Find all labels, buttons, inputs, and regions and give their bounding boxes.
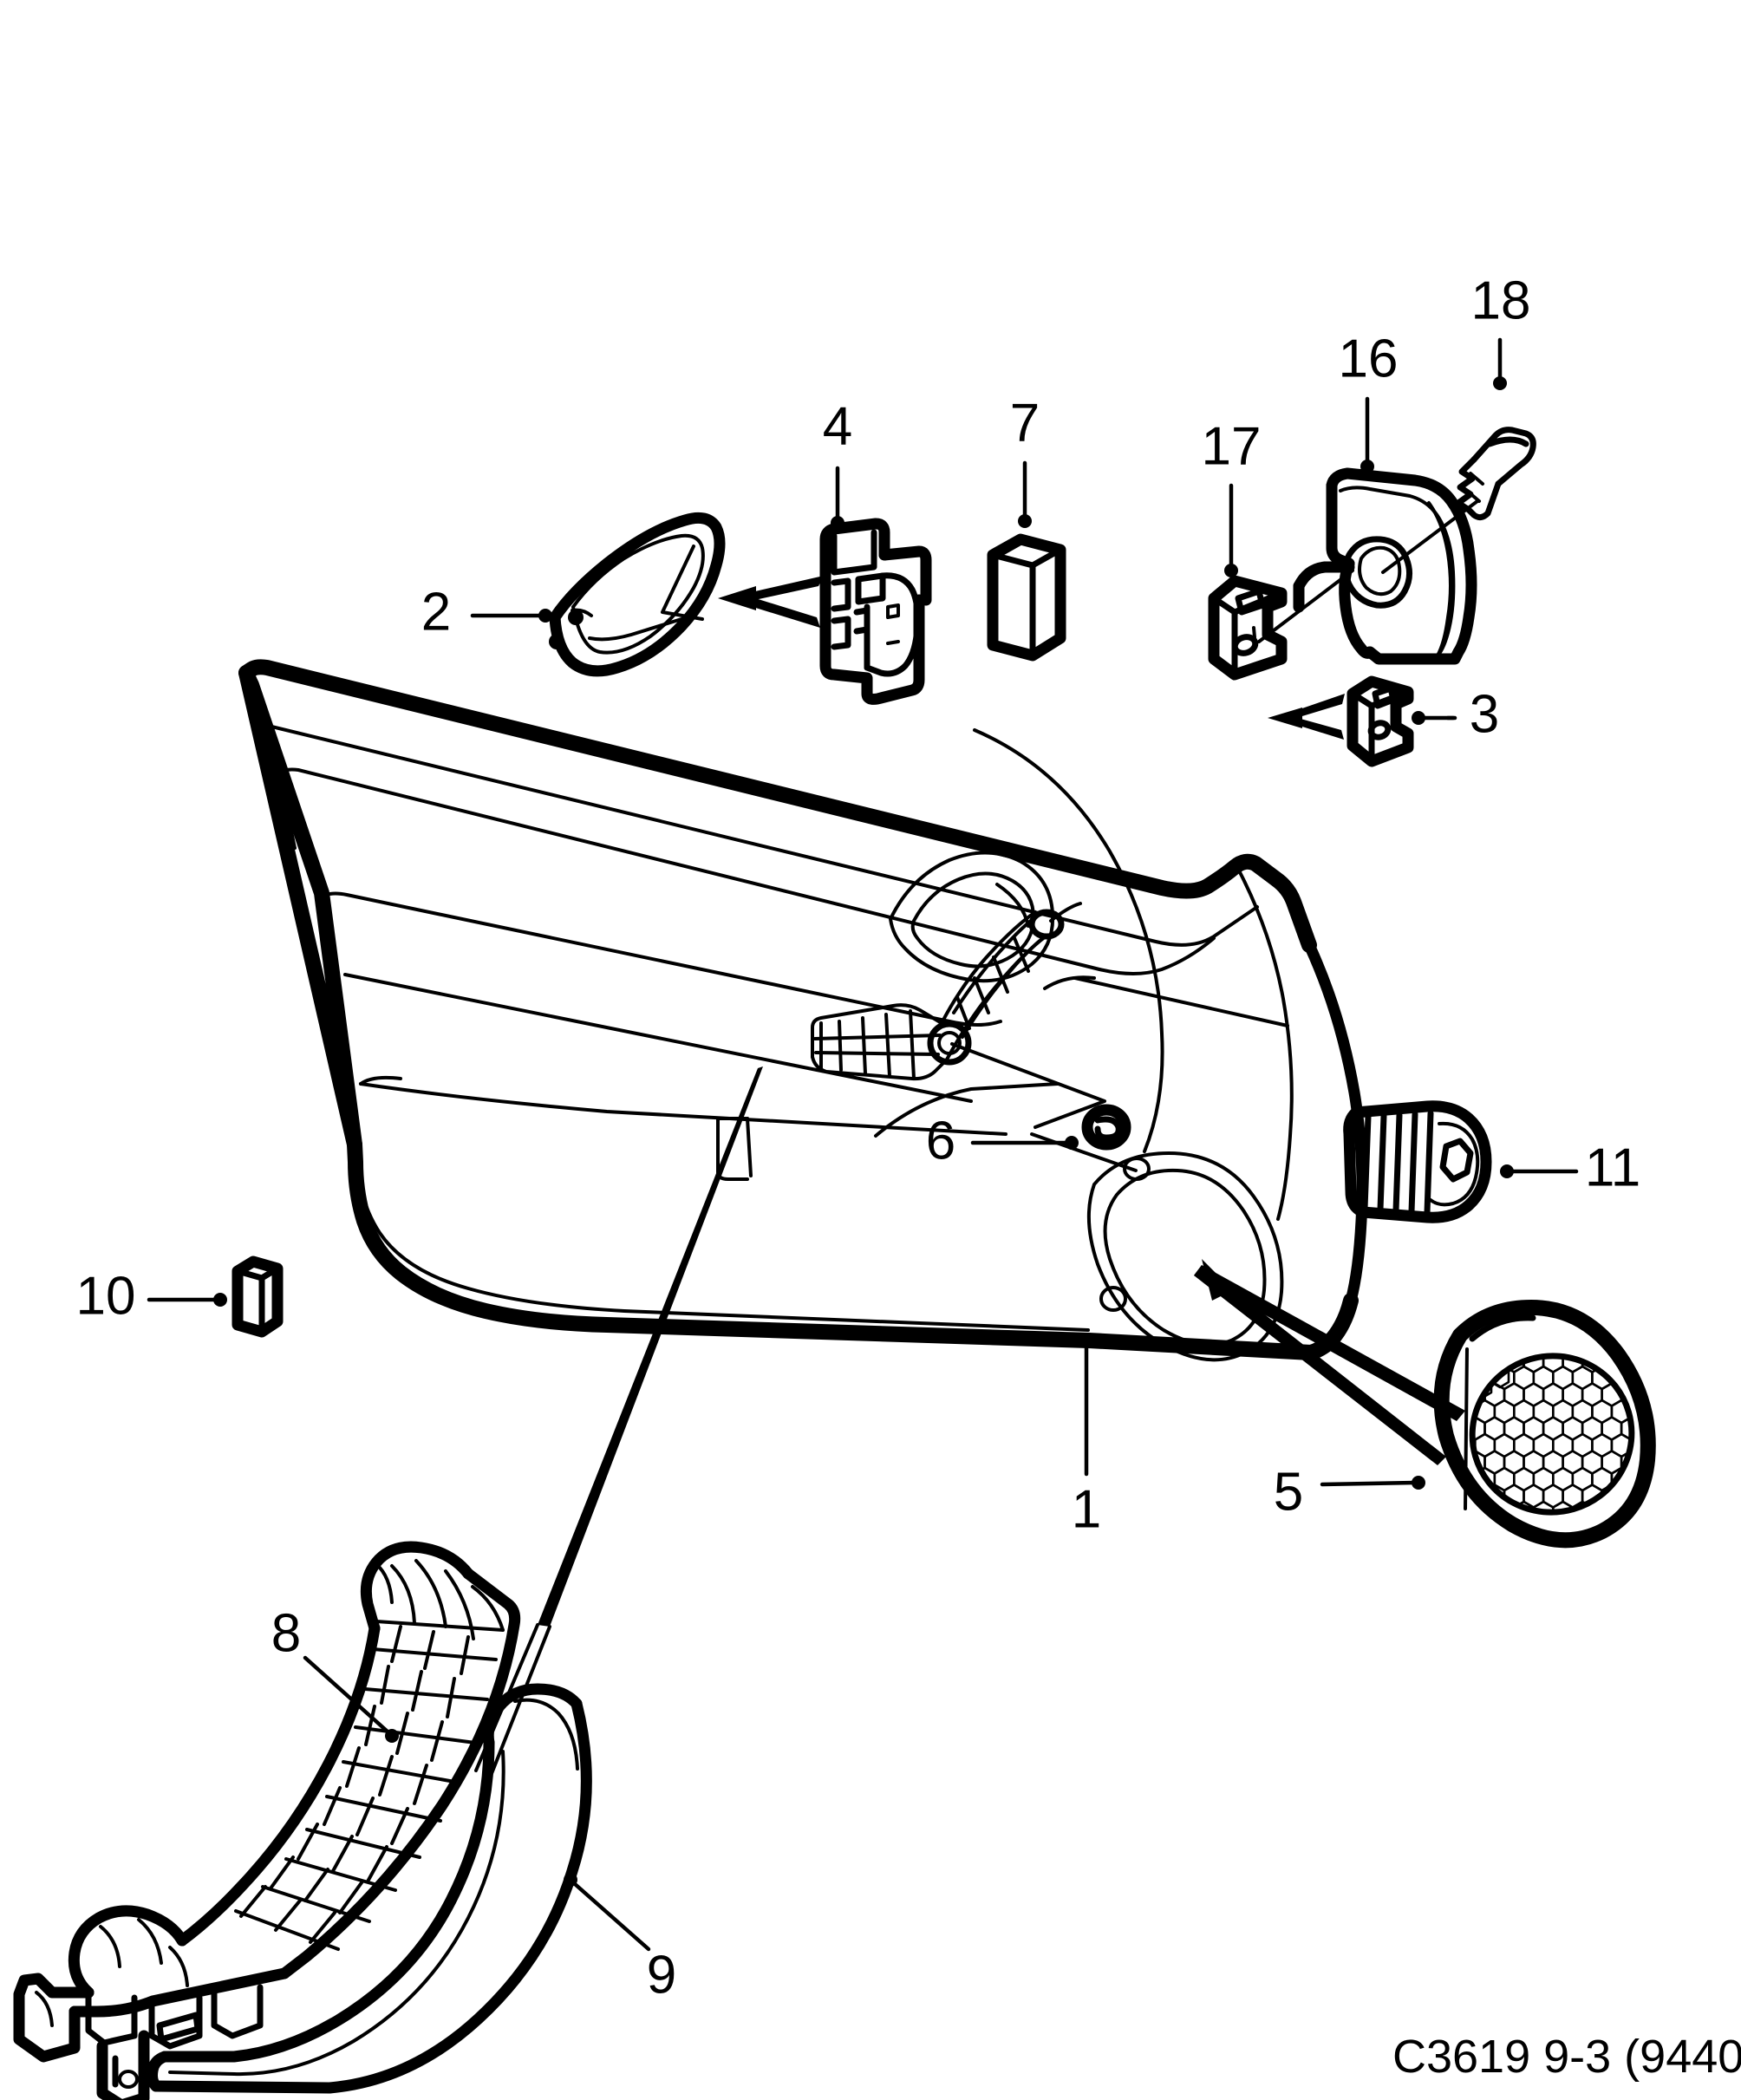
part-armrest-carrier xyxy=(13,1541,521,2100)
callout-3[interactable]: 3 xyxy=(1412,684,1499,744)
part-torx-bolt xyxy=(1343,1100,1492,1223)
part-lower-retainer-clip xyxy=(1208,575,1288,681)
part-spacer-block xyxy=(231,1255,284,1338)
callout-17[interactable]: 17 xyxy=(1202,416,1262,577)
callout-2[interactable]: 2 xyxy=(421,582,552,642)
callout-label-7: 7 xyxy=(1010,393,1040,453)
callout-11[interactable]: 11 xyxy=(1500,1138,1640,1197)
callout-16[interactable]: 16 xyxy=(1339,329,1399,473)
callout-label-8: 8 xyxy=(271,1603,301,1663)
callout-label-10: 10 xyxy=(76,1266,136,1326)
part-mirror-cover-screw xyxy=(1455,427,1536,521)
assembly-arrow-switch-to-bezel xyxy=(718,576,824,628)
part-speaker-grille xyxy=(1433,1300,1656,1549)
callout-label-2: 2 xyxy=(421,582,451,642)
callout-label-17: 17 xyxy=(1202,416,1262,476)
callout-label-11: 11 xyxy=(1585,1138,1640,1197)
assembly-arrow-clip-to-panel xyxy=(1268,694,1345,740)
callout-8[interactable]: 8 xyxy=(271,1603,399,1743)
part-upper-retainer-clip xyxy=(1347,675,1414,767)
part-mirror-sail-cover xyxy=(1257,467,1479,665)
part-power-window-switch xyxy=(819,518,932,705)
callout-6[interactable]: 6 xyxy=(926,1111,1079,1171)
callout-label-5: 5 xyxy=(1274,1462,1303,1522)
callout-layer: 1 2 3 4 xyxy=(76,271,1641,2005)
part-door-trim-panel xyxy=(238,659,1368,1362)
callout-label-3: 3 xyxy=(1470,684,1499,744)
callout-1[interactable]: 1 xyxy=(1072,1334,1101,1539)
callout-9[interactable]: 9 xyxy=(564,1873,676,2005)
callout-label-6: 6 xyxy=(926,1111,955,1171)
callout-label-1: 1 xyxy=(1072,1479,1101,1539)
callout-label-4: 4 xyxy=(823,396,852,456)
part-inside-handle-bezel xyxy=(549,512,726,677)
callout-label-9: 9 xyxy=(647,1945,676,2005)
callout-10[interactable]: 10 xyxy=(76,1266,227,1326)
part-armrest-cover-trim xyxy=(147,1683,592,2094)
callout-18[interactable]: 18 xyxy=(1471,271,1531,390)
callout-label-18: 18 xyxy=(1471,271,1531,330)
assembly-arrow-grille-to-panel xyxy=(1194,1259,1465,1465)
callout-4[interactable]: 4 xyxy=(823,396,852,530)
pointer-panel-to-armrest-carrier xyxy=(474,1066,763,1777)
part-foam-pad xyxy=(987,533,1066,662)
callout-label-16: 16 xyxy=(1339,329,1399,388)
diagram-caption: C3619 9-3 (9440) xyxy=(1392,2031,1741,2083)
callout-7[interactable]: 7 xyxy=(1010,393,1040,528)
callout-5[interactable]: 5 xyxy=(1274,1462,1425,1522)
